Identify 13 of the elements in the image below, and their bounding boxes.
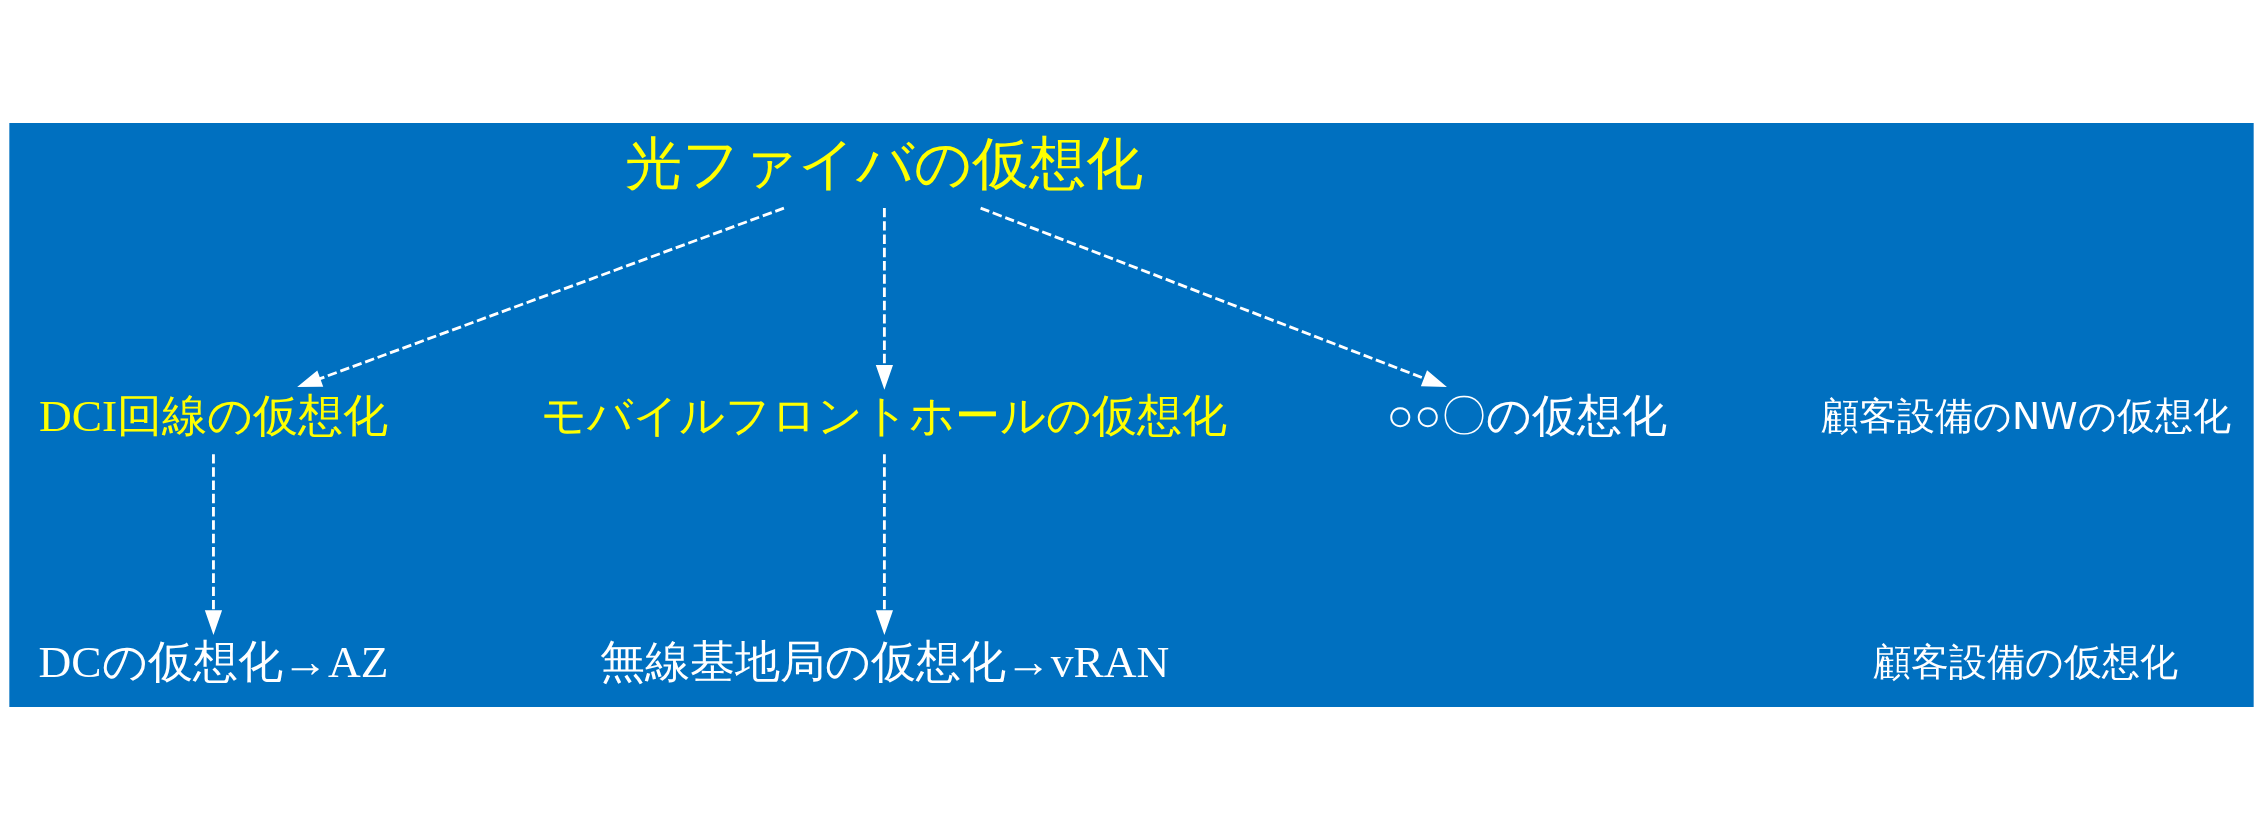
arrow: [980, 206, 1447, 387]
arrow: [875, 453, 893, 635]
node-text: 無線基地局の仮想化→vRAN: [599, 636, 1170, 687]
node-text: DCI回線の仮想化: [38, 390, 388, 441]
label: 顧客設備の仮想化: [1873, 639, 2179, 684]
node-text: モバイルフロントホールの仮想化: [541, 390, 1228, 441]
arrow: [204, 453, 223, 635]
node-text: ○○〇の仮想化: [1386, 390, 1668, 441]
arrow: [297, 206, 785, 387]
node-text: 光ファイバの仮想化: [625, 131, 1144, 195]
arrow: [875, 207, 893, 390]
label: 顧客設備のNWの仮想化: [1821, 393, 2231, 438]
node-text: DCの仮想化→AZ: [38, 636, 389, 687]
